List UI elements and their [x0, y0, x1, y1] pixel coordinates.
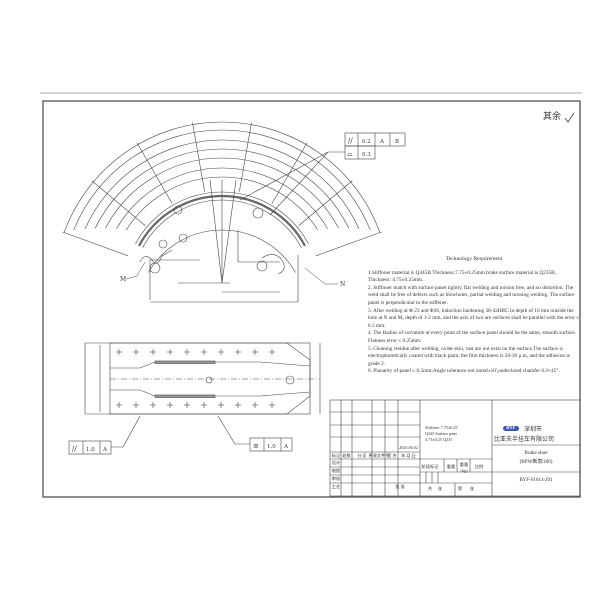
dimension-line — [237, 230, 280, 263]
row-label-drafting: 制图 — [331, 468, 341, 473]
requirement-item: 5. Cleaning residue after welding, oxide… — [368, 345, 570, 367]
requirement-item: 4. The Radius of curvature at every poin… — [368, 330, 576, 344]
rev-header: 签 名 — [387, 453, 397, 458]
drawing-number: BYF-01014-201 — [519, 478, 553, 483]
part-name-en: Brake shoe — [524, 450, 548, 456]
symmetry-symbol: ≡ — [253, 442, 259, 450]
dimension-arc — [95, 148, 349, 229]
datum-a: A — [283, 444, 289, 450]
row-label-process: 工艺 — [331, 484, 341, 489]
extension-line — [315, 231, 382, 257]
row-label-design: 设计 — [331, 460, 341, 465]
weight-header: 重量 — [446, 464, 456, 469]
hole-circle — [158, 239, 168, 249]
stage-header: 阶段标记 — [421, 464, 439, 469]
technology-requirements: Technology Requirement 1.Stiffoner mater… — [368, 256, 580, 376]
weld-seam — [154, 394, 216, 398]
extension-line — [192, 122, 205, 192]
sheet-total-label: 共 — [427, 486, 433, 491]
weld-seam — [154, 360, 216, 364]
tolerance-value: 1.0 — [267, 444, 276, 450]
material-note: Stiffener 7.75±0.25 Q345 Surface pane 4.… — [425, 425, 490, 443]
requirements-title: Technology Requirement — [445, 256, 503, 262]
extension-line — [136, 142, 173, 204]
row-label-review: 审核 — [331, 476, 341, 481]
angle-line — [209, 179, 223, 284]
rev-header: 标记 — [331, 453, 341, 458]
sheet-num-label: 第 — [457, 486, 463, 491]
dimension-line — [149, 259, 200, 300]
requirement-item: 2. Stiffoner match with surface panel ti… — [368, 284, 575, 306]
shoe-front-view — [62, 121, 382, 303]
surface-finish-symbol — [564, 112, 575, 123]
requirement-item: 1.Stiffoner material is Q345B.Thickness:… — [368, 269, 557, 284]
extension-line — [91, 180, 146, 226]
scale-header: 比例 — [474, 464, 484, 469]
hole-circle — [178, 233, 188, 243]
requirement-item: 6. Planarity of panel ≤ 0.5mm;Angle tole… — [368, 368, 560, 375]
dimension-line — [150, 255, 299, 303]
hole-circle — [205, 376, 213, 384]
tolerance-frame-top — [239, 132, 406, 216]
hole-circle — [285, 375, 295, 385]
part-name: Brake shoe (BPW新款180) — [492, 449, 580, 467]
company-logo: BYF — [503, 426, 519, 431]
leader-lines — [125, 261, 338, 285]
revision-date: 2020.06.02 — [399, 445, 418, 450]
tolerance-value: 1.0 — [86, 447, 95, 453]
rev-header: 分 区 — [357, 453, 367, 458]
tolerance-frames-bottom — [68, 415, 293, 455]
dimension-arc — [73, 129, 371, 231]
shoe-end-profile — [261, 254, 285, 275]
tolerance-value: 0.3 — [362, 152, 371, 158]
extension-line — [298, 180, 353, 226]
parallelism-symbol: // — [348, 137, 353, 145]
tolerance-value: 0.2 — [362, 139, 371, 145]
hole-circle — [252, 207, 264, 219]
weight-kg-header: 重量(kg) — [459, 462, 469, 473]
hole-circle — [256, 260, 268, 272]
label-m: M — [120, 276, 126, 283]
shoe-plan-view — [84, 342, 321, 415]
title-block-grid — [329, 399, 581, 497]
dimension-arc — [63, 121, 381, 233]
material-line: Q345 Surface pane — [425, 431, 458, 436]
profile-symbol: ⌓ — [347, 150, 353, 158]
label-n: N — [340, 281, 345, 288]
datum-a: A — [379, 139, 385, 145]
material-line: Stiffener 7.75±0.25 — [425, 425, 458, 430]
sheet-unit: 张 — [437, 486, 443, 491]
dimension-arc — [84, 139, 360, 230]
material-line: 4.75±0.25 Q235 — [425, 437, 453, 442]
rev-header: 处数 — [342, 453, 351, 458]
surface-finish-note: 其余 — [543, 112, 562, 122]
row-label-approve: 批 准 — [395, 484, 405, 489]
sheet-unit: 张 — [469, 486, 475, 491]
shoe-end-profile — [139, 249, 173, 264]
drawing-frame — [42, 100, 581, 498]
extension-line — [239, 122, 252, 192]
dimension-arc — [116, 167, 328, 230]
angle-line — [221, 179, 237, 284]
company-city: 深圳市 — [524, 427, 543, 433]
datum-a: A — [102, 447, 108, 453]
extension-line — [62, 231, 129, 257]
parallelism-symbol: // — [72, 445, 77, 453]
part-model: (BPW新款180) — [519, 459, 553, 465]
requirement-item: 3. After welding at Φ 23 and Φ36, induct… — [368, 307, 580, 329]
rev-header: 年.月.日 — [401, 453, 416, 458]
dimension-arc — [105, 157, 339, 229]
hole-circle — [173, 205, 183, 215]
rev-header: 更改文件号 — [368, 453, 390, 458]
dimension-arc — [125, 176, 319, 231]
company-name: 比亚夫半挂车有限公司 — [494, 437, 555, 443]
plate-inner — [109, 342, 311, 415]
datum-b: B — [395, 139, 399, 145]
